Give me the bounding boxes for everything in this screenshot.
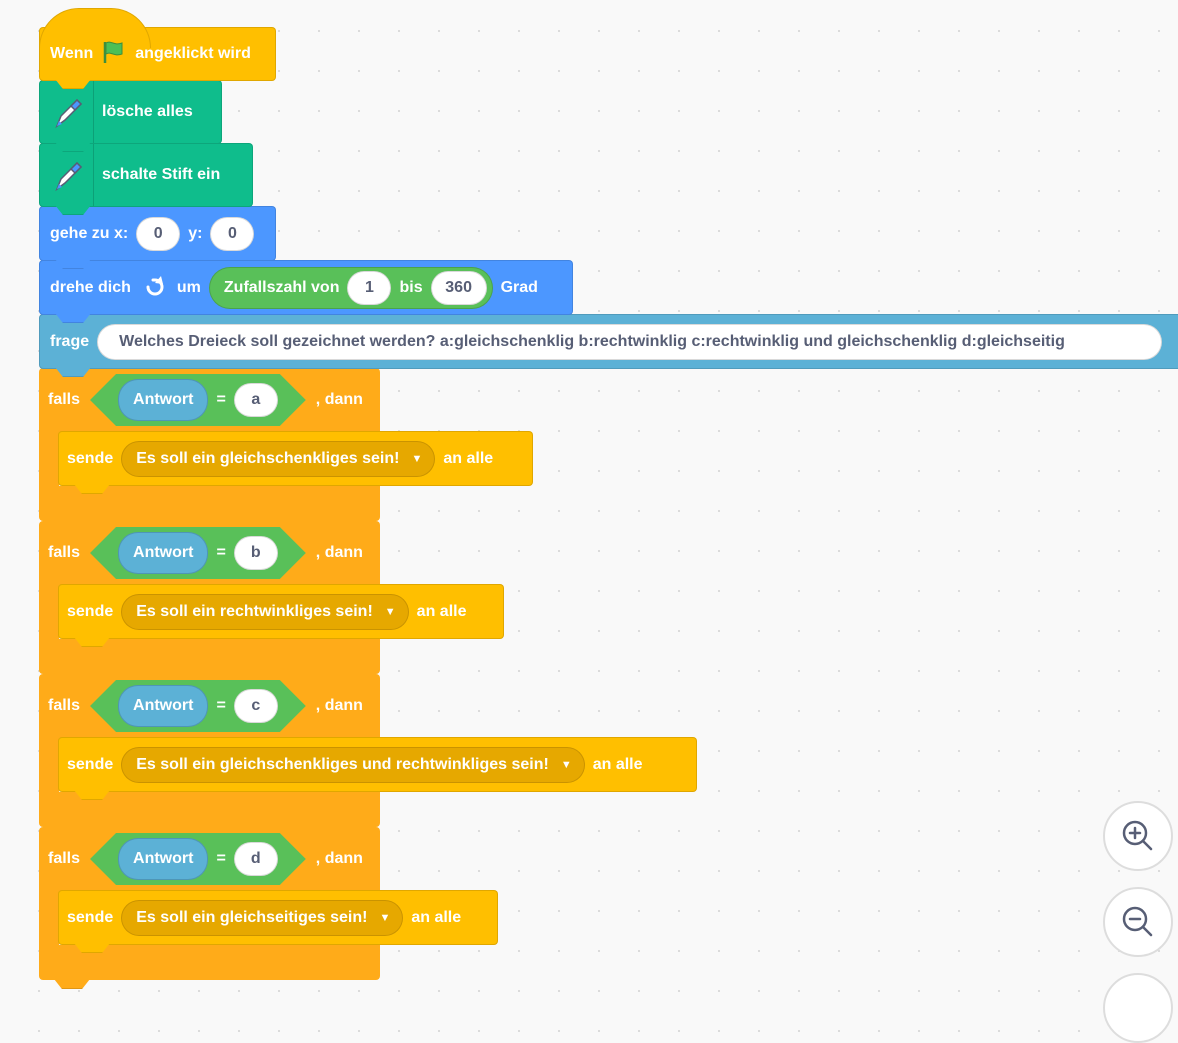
broadcast-label: sende [67, 602, 114, 620]
broadcast-label: sende [67, 449, 114, 467]
broadcast-label: sende [67, 755, 114, 773]
pen-icon [44, 144, 94, 206]
pen-icon [44, 81, 94, 143]
when-flag-clicked-block[interactable]: Wenn angeklickt wird [39, 8, 276, 81]
compare-value-input[interactable]: a [234, 383, 278, 417]
pen-down-label: schalte Stift ein [102, 166, 221, 183]
dropdown-arrow-icon: ▼ [384, 605, 396, 618]
if-label: falls [48, 544, 81, 561]
message-text: Es soll ein gleichschenkliges sein! [136, 449, 400, 467]
answer-reporter[interactable]: Antwort [118, 379, 208, 421]
message-dropdown[interactable]: Es soll ein rechtwinkliges sein! ▼ [121, 593, 409, 630]
zoom-out-button[interactable] [1103, 887, 1173, 957]
message-text: Es soll ein gleichseitiges sein! [136, 908, 368, 926]
equals-sign: = [216, 850, 226, 867]
zoom-reset-button[interactable] [1103, 973, 1173, 1043]
equals-operator[interactable]: Antwort = c [90, 680, 306, 732]
turn-unit-label: Grad [500, 278, 538, 296]
ask-label: frage [50, 332, 90, 350]
if-block-b[interactable]: falls Antwort = b , dann sende Es soll ein … [39, 521, 504, 675]
ask-block[interactable]: frage Welches Dreieck soll gezeichnet we… [39, 314, 1178, 369]
dropdown-arrow-icon: ▼ [560, 758, 572, 771]
random-to-label: bis [399, 278, 423, 296]
to-all-label: an alle [443, 449, 494, 467]
zoom-in-button[interactable] [1103, 801, 1173, 871]
hat-post-label: angeklickt wird [135, 45, 251, 62]
y-input[interactable]: 0 [210, 216, 255, 251]
green-flag-icon [101, 40, 125, 69]
answer-reporter[interactable]: Antwort [118, 838, 208, 880]
broadcast-block[interactable]: sende Es soll ein gleichschenkliges und r… [58, 737, 697, 792]
turn-label: drehe dich [50, 278, 131, 296]
if-block-c[interactable]: falls Antwort = c , dann sende Es soll ein … [39, 674, 697, 828]
answer-reporter[interactable]: Antwort [118, 532, 208, 574]
if-label: falls [48, 850, 81, 867]
goto-label: gehe zu x: [50, 224, 129, 242]
broadcast-block[interactable]: sende Es soll ein gleichseitiges sein! ▼ an… [58, 890, 498, 945]
if-block-a[interactable]: falls Antwort = a , dann sende Es soll ein … [39, 368, 533, 522]
x-input[interactable]: 0 [136, 216, 181, 251]
message-text: Es soll ein gleichschenkliges und rechtw… [136, 755, 549, 773]
broadcast-block[interactable]: sende Es soll ein rechtwinkliges sein! ▼ an… [58, 584, 504, 639]
if-label: falls [48, 697, 81, 714]
then-label: , dann [315, 850, 363, 867]
equals-operator[interactable]: Antwort = d [90, 833, 306, 885]
equals-operator[interactable]: Antwort = b [90, 527, 306, 579]
compare-value-input[interactable]: c [234, 689, 278, 723]
broadcast-block[interactable]: sende Es soll ein gleichschenkliges sein!… [58, 431, 533, 486]
if-block-d[interactable]: falls Antwort = d , dann sende Es soll ein … [39, 827, 498, 981]
random-from-input[interactable]: 1 [347, 270, 392, 305]
hat-pre-label: Wenn [50, 45, 94, 62]
equals-sign: = [216, 544, 226, 561]
equals-operator[interactable]: Antwort = a [90, 374, 306, 426]
dropdown-arrow-icon: ▼ [379, 911, 391, 924]
equals-sign: = [216, 697, 226, 714]
to-all-label: an alle [592, 755, 643, 773]
goto-xy-block[interactable]: gehe zu x: 0 y: 0 [39, 206, 276, 261]
message-dropdown[interactable]: Es soll ein gleichseitiges sein! ▼ [121, 899, 404, 936]
zoom-in-icon [1122, 820, 1153, 851]
compare-value-input[interactable]: d [234, 842, 278, 876]
to-all-label: an alle [416, 602, 467, 620]
message-dropdown[interactable]: Es soll ein gleichschenkliges und rechtw… [121, 746, 585, 783]
random-label: Zufallszahl von [223, 278, 340, 296]
message-text: Es soll ein rechtwinkliges sein! [136, 602, 373, 620]
answer-reporter[interactable]: Antwort [118, 685, 208, 727]
zoom-out-icon [1122, 906, 1153, 937]
turn-block[interactable]: drehe dich um Zufallszahl von 1 bis 360 … [39, 260, 573, 315]
then-label: , dann [315, 544, 363, 561]
if-label: falls [48, 391, 81, 408]
to-all-label: an alle [411, 908, 462, 926]
rotate-right-icon [143, 273, 167, 302]
dropdown-arrow-icon: ▼ [411, 452, 423, 465]
turn-by-label: um [176, 278, 201, 296]
then-label: , dann [315, 391, 363, 408]
pen-down-block[interactable]: schalte Stift ein [39, 143, 253, 207]
question-input[interactable]: Welches Dreieck soll gezeichnet werden? … [97, 323, 1163, 360]
broadcast-label: sende [67, 908, 114, 926]
random-reporter[interactable]: Zufallszahl von 1 bis 360 [208, 266, 493, 309]
clear-block[interactable]: lösche alles [39, 80, 222, 144]
y-label: y: [188, 224, 203, 242]
equals-sign: = [216, 391, 226, 408]
compare-value-input[interactable]: b [234, 536, 278, 570]
message-dropdown[interactable]: Es soll ein gleichschenkliges sein! ▼ [121, 440, 436, 477]
random-to-input[interactable]: 360 [430, 270, 487, 305]
then-label: , dann [315, 697, 363, 714]
clear-label: lösche alles [102, 103, 193, 120]
